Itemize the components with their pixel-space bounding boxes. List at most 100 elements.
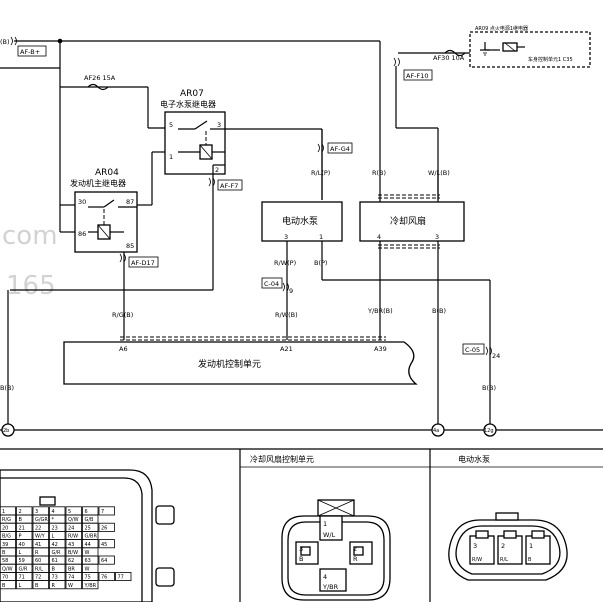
fan-pin: 4 xyxy=(377,233,381,241)
ecu-conn-cell xyxy=(98,506,115,516)
ar04-pin: 85 xyxy=(126,242,134,250)
ecu-conn-pin: 43 xyxy=(68,542,74,548)
fan-conn-wire: Y/BR xyxy=(322,583,339,591)
fan-conn-pin: 4 xyxy=(323,573,327,581)
ecu-conn-cell xyxy=(98,539,115,549)
ecu-conn-wire: Q/W xyxy=(2,566,13,572)
c-04-pin: 9 xyxy=(289,287,293,295)
ground-wiring: B(B) C-05 24 B(B) 2b 4a 12g xyxy=(0,280,603,437)
ecu-conn-wire: B/G xyxy=(2,534,11,540)
fuse-af26: AF26 15A xyxy=(59,41,165,205)
ground-label: 2b xyxy=(3,428,9,434)
af-g4-tag xyxy=(327,142,353,154)
fan-conn-pin: 3 xyxy=(299,545,303,553)
ecu-conn-pin: 63 xyxy=(85,558,91,564)
fan-conn-wire: R xyxy=(353,555,358,563)
wire-label: R/W(P) xyxy=(274,259,296,267)
ecu-conn-pin: 39 xyxy=(2,542,8,548)
wire-label: B(B) xyxy=(0,384,14,392)
wire-label: R(B) xyxy=(372,169,386,177)
af26-label: AF26 15A xyxy=(84,74,116,82)
fan-conn-wire: B xyxy=(299,555,303,563)
ecu-conn-cell xyxy=(0,580,16,590)
wire-label: W/L(B) xyxy=(428,169,450,177)
electric-water-pump: AF-G4 R/L(P) 2 电动水泵 3 1 R/W(P) B(P) C-04… xyxy=(261,129,490,340)
ecu-conn-cell xyxy=(98,555,115,565)
wire-label: R/L(P) xyxy=(311,169,330,177)
ecu-conn-cell xyxy=(32,580,49,590)
ecu-conn-wire: B xyxy=(2,583,6,589)
ecu-conn-pin: 7 xyxy=(101,509,104,515)
ecu-name: 发动机控制单元 xyxy=(198,358,261,370)
pump-name: 电动水泵 xyxy=(282,215,318,227)
ar04-pin: 30 xyxy=(78,198,86,206)
watermark-text: 165 xyxy=(6,271,56,301)
ecu-conn-wire: P xyxy=(19,534,22,540)
ecu-conn-wire: W xyxy=(85,550,90,556)
relay-ar04: AR04 发动机主继电器 30 87 86 85 AF-D17 R/G(B) xyxy=(10,168,213,340)
ecu-conn-wire: W/Y xyxy=(35,534,46,540)
ar09-label: AR09 点火电源1继电器 xyxy=(475,25,528,32)
ecu-conn-wire: G/B xyxy=(85,517,95,523)
wire-label: B(P) xyxy=(314,259,327,267)
ecu-conn-pin: 61 xyxy=(52,558,58,564)
ar07-pin: 1 xyxy=(169,153,173,161)
ecu-conn-wire: R xyxy=(35,550,39,556)
ground-point xyxy=(431,423,445,437)
ecu-conn-pin: 21 xyxy=(19,525,25,531)
ecu-conn-wire: R/G xyxy=(2,517,11,523)
ar07-name: 电子水泵继电器 xyxy=(160,99,216,109)
ecu-conn-pin: 64 xyxy=(101,558,107,564)
c-04-tag xyxy=(261,277,283,289)
af-f7-tag xyxy=(217,179,243,191)
ecu-conn-wire: B/W xyxy=(68,550,78,556)
ecu-conn-pin: 22 xyxy=(35,525,41,531)
ecu-conn-wire: R xyxy=(52,583,56,589)
ecu-conn-pin: 6 xyxy=(85,509,88,515)
af-b-plus-label: AF-B+ xyxy=(20,48,40,56)
af-f7-label: AF-F7 xyxy=(220,182,238,190)
ecu-conn-pin: 3 xyxy=(35,509,38,515)
fan-conn-pin: 2 xyxy=(353,545,357,553)
ecu-conn-pin: 58 xyxy=(2,558,8,564)
ecu-conn-cell xyxy=(115,572,132,582)
ar09-wire-label: 车身控制单元1 C35 xyxy=(528,56,573,63)
ecu-conn-pin: 1 xyxy=(2,509,5,515)
ecu-conn-pin: 24 xyxy=(68,525,74,531)
pump-connector-title: 电动水泵 xyxy=(458,454,490,464)
pump-pin: 3 xyxy=(284,233,288,241)
af-g4-label: AF-G4 xyxy=(330,145,350,153)
ar04-name: 发动机主继电器 xyxy=(70,178,126,188)
c-04-label: C-04 xyxy=(264,280,279,288)
ar07-pin: 2 xyxy=(215,166,219,174)
cooling-fan: R(B) W/L(B) 2 1 冷却风扇 4 3 Y/BR(B) B(B) xyxy=(359,169,465,425)
ecu-pin: A39 xyxy=(374,345,387,353)
ecu-conn-wire: BR xyxy=(68,566,75,572)
ecu-conn-pin: 59 xyxy=(19,558,25,564)
pump-conn-pin: 1 xyxy=(529,542,533,550)
ecu-conn-wire: Y/BR xyxy=(84,583,97,589)
af-b-plus-tag xyxy=(17,45,47,57)
ecu-conn-pin: 71 xyxy=(19,575,25,581)
fuse-af30: AF30 10A AF-F10 xyxy=(393,49,470,200)
ground-label: 12g xyxy=(484,428,494,434)
c-05-label: C-05 xyxy=(465,346,480,354)
ecu-conn-pin: 23 xyxy=(52,525,58,531)
ecu-conn-wire: G/R xyxy=(19,566,29,572)
ecu-conn-wire: G/R xyxy=(52,550,62,556)
pump-conn-pin: 2 xyxy=(501,542,505,550)
ground-point xyxy=(1,423,15,437)
wire-label: R/W(B) xyxy=(275,311,298,319)
ecu-conn-pin: 41 xyxy=(35,542,41,548)
ecu-conn-wire: B xyxy=(2,550,6,556)
ecu-conn-pin: 60 xyxy=(35,558,41,564)
ar07-code: AR07 xyxy=(180,89,204,99)
watermark-text: com xyxy=(2,221,58,251)
ecu-conn-pin: 40 xyxy=(19,542,25,548)
af-d17-tag xyxy=(128,256,159,268)
ecu-conn-wire: G/BR xyxy=(85,534,98,540)
ecu-conn-pin: 45 xyxy=(101,542,107,548)
af30-label: AF30 10A xyxy=(433,54,465,62)
ecu-conn-wire: W xyxy=(68,583,73,589)
